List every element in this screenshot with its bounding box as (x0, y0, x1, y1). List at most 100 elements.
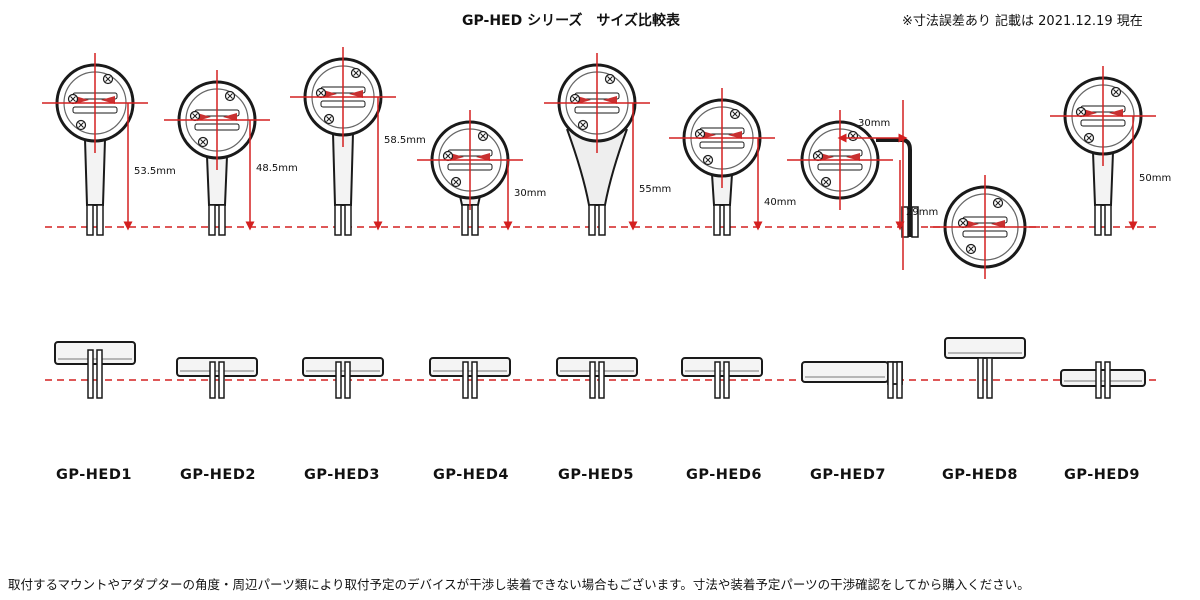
locking-tab (1109, 109, 1123, 117)
screw-cross (995, 200, 1001, 206)
mount-side-view (429, 357, 511, 399)
mount-body-side (556, 357, 638, 377)
mount-side-view (1060, 361, 1146, 399)
locking-tab (820, 153, 834, 161)
clamp-prong-side (896, 361, 903, 399)
locking-tab (577, 96, 591, 104)
clamp-prong-side (977, 357, 984, 399)
mount-body-side (801, 361, 889, 383)
clamp-prong (723, 204, 731, 236)
mount-arm (84, 138, 106, 206)
locking-tab (349, 90, 363, 98)
clamp-prong (911, 206, 919, 238)
clamp-prong-side (887, 361, 894, 399)
clamp-prong-side (471, 361, 478, 399)
screw-cross (968, 246, 974, 252)
screw-cross (697, 131, 703, 137)
locking-tab (702, 131, 716, 139)
mount-side-view (801, 361, 903, 399)
locking-tab (450, 153, 464, 161)
clamp-prong (461, 204, 469, 236)
model-label-8: GP-HED8 (942, 467, 1018, 483)
height-dimension-label: 40mm (764, 197, 796, 208)
screw-cross (607, 76, 613, 82)
model-label-5: GP-HED5 (558, 467, 634, 483)
date-note: ※寸法誤差あり 記載は 2021.12.19 現在 (902, 14, 1143, 29)
mount-top-view: 53.5mm (42, 53, 176, 236)
locking-tab (75, 96, 89, 104)
clamp-prong (334, 204, 342, 236)
locking-tab (846, 153, 860, 161)
mount-body-side (176, 357, 258, 377)
clamp-prong (96, 204, 104, 236)
height-dimension-label: 58.5mm (384, 135, 426, 146)
mount-top-view: 30mm (417, 110, 546, 236)
mount-body-side (681, 357, 763, 377)
locking-tab (1083, 109, 1097, 117)
screw-cross (815, 153, 821, 159)
screw-cross (227, 93, 233, 99)
mount-top-view: 48.5mm (164, 70, 298, 236)
model-label-9: GP-HED9 (1064, 467, 1140, 483)
clamp-prong-side (335, 361, 342, 399)
clamp-prong-side (218, 361, 225, 399)
mount-top-view (930, 175, 1040, 279)
mount-side-view (681, 357, 763, 399)
clamp-prong-side (96, 349, 103, 399)
clamp-prong-side (589, 361, 596, 399)
clamp-prong-side (87, 349, 94, 399)
mount-body-side (944, 337, 1026, 359)
clamp-prong-side (986, 357, 993, 399)
height-dimension-label: 55mm (639, 184, 671, 195)
clamp-prong (218, 204, 226, 236)
mount-arm (711, 173, 733, 206)
locking-tab (965, 220, 979, 228)
locking-tab (323, 90, 337, 98)
mount-body-side (302, 357, 384, 377)
screw-cross (580, 122, 586, 128)
screw-cross (445, 153, 451, 159)
mount-top-view: 55mm (544, 53, 671, 236)
screw-cross (732, 111, 738, 117)
model-label-1: GP-HED1 (56, 467, 132, 483)
height-dimension-label: 50mm (1139, 173, 1171, 184)
mount-arm (566, 128, 628, 206)
mount-body-side (429, 357, 511, 377)
screw-cross (192, 113, 198, 119)
clamp-prong-side (714, 361, 721, 399)
clamp-prong (598, 204, 606, 236)
model-label-4: GP-HED4 (433, 467, 509, 483)
model-label-7: GP-HED7 (810, 467, 886, 483)
clamp-prong (588, 204, 596, 236)
clamp-prong (1094, 204, 1102, 236)
screw-cross (105, 76, 111, 82)
screw-cross (480, 133, 486, 139)
height-dimension-label: 29mm (906, 207, 938, 218)
height-dimension-label: 30mm (514, 188, 546, 199)
clamp-prong-side (1104, 361, 1111, 399)
mount-side-view (302, 357, 384, 399)
clamp-prong (86, 204, 94, 236)
mount-top-view: 58.5mm (290, 47, 426, 236)
mount-arm (206, 155, 228, 206)
mount-side-view (556, 357, 638, 399)
offset-dimension-label: 30mm (858, 118, 890, 129)
screw-cross (823, 179, 829, 185)
screw-cross (572, 96, 578, 102)
clamp-prong (208, 204, 216, 236)
mount-side-view (944, 337, 1026, 399)
screw-cross (200, 139, 206, 145)
height-dimension-label: 53.5mm (134, 166, 176, 177)
screw-cross (70, 96, 76, 102)
screw-cross (960, 220, 966, 226)
mount-body-side (1060, 369, 1146, 387)
screw-cross (1113, 89, 1119, 95)
height-dimension-label: 48.5mm (256, 163, 298, 174)
locking-tab (728, 131, 742, 139)
locking-tab (101, 96, 115, 104)
mount-top-view: 40mm (669, 88, 796, 236)
screw-cross (705, 157, 711, 163)
clamp-prong-side (209, 361, 216, 399)
mount-arm (1092, 151, 1114, 206)
